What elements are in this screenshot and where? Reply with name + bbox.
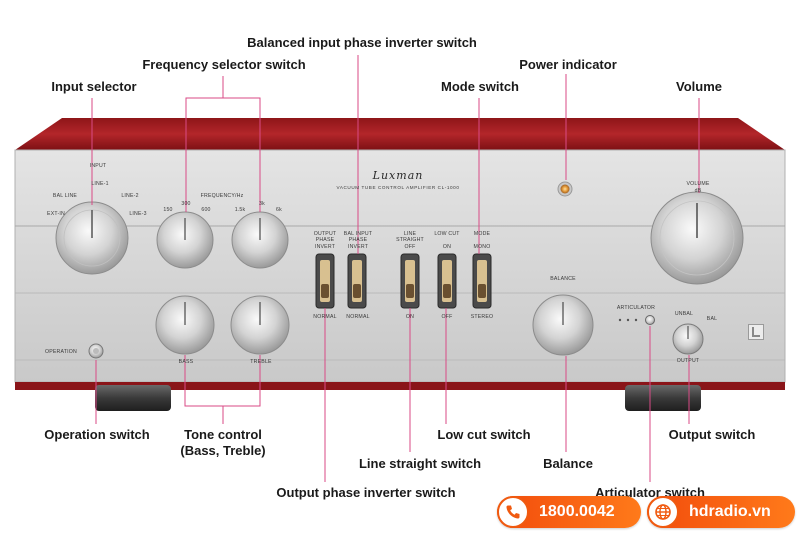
callout-operation-switch: Operation switch [44,427,150,442]
balance-knob[interactable] [532,294,594,356]
input-line2: LINE-2 [121,193,139,199]
callout-frequency-selector: Frequency selector switch [142,57,306,72]
operation-button[interactable] [88,343,104,359]
input-ext-in: EXT-IN [47,211,65,217]
callout-input-selector: Input selector [51,79,137,94]
callout-line-straight-switch: Line straight switch [358,456,482,471]
bass-knob[interactable] [155,295,215,355]
model-name: VACUUM TUBE CONTROL AMPLIFIER CL-1000 [336,185,460,190]
input-selector-knob[interactable] [55,201,129,275]
power-indicator-lamp [557,181,573,197]
volume-label: VOLUME [686,181,710,187]
freq-600: 600 [201,207,211,213]
line-straight-toggle[interactable] [400,253,420,309]
input-label: INPUT [89,163,107,169]
callout-low-cut-switch: Low cut switch [437,427,531,442]
callout-output-phase-inverter: Output phase inverter switch [276,485,456,500]
mode-stereo: STEREO [470,314,494,320]
articulator-label: ARTICULATOR [616,305,656,311]
output-phase-invert: INVERT [314,244,336,250]
callout-mode-switch: Mode switch [440,79,520,94]
left-foot [95,385,171,411]
line-straight-on: ON [405,314,415,320]
volume-unit: dB [694,188,702,194]
freq-1-5k: 1.5k [234,207,246,213]
treble-knob[interactable] [230,295,290,355]
frequency-low-knob[interactable] [156,211,214,269]
articulator-button[interactable] [645,315,655,325]
input-line3: LINE-3 [129,211,147,217]
line-straight-off: OFF [404,244,416,250]
low-cut-label: LOW CUT [434,231,460,237]
cabinet-top [15,118,785,150]
output-bal: BAL [706,316,718,322]
output-phase-toggle[interactable] [315,253,335,309]
freq-300: 300 [181,201,191,207]
input-line1: LINE-1 [91,181,109,187]
globe-icon [647,496,679,528]
balance-label: BALANCE [550,276,576,282]
freq-3k: 3k [259,201,265,207]
bal-input-phase-normal: NORMAL [346,314,370,320]
corner-logo-icon [748,324,764,340]
callout-power-indicator: Power indicator [519,57,617,72]
low-cut-on: ON [442,244,452,250]
mode-mono: MONO [473,244,491,250]
operation-label: OPERATION [45,349,77,355]
bal-input-phase-label: BAL INPUT PHASE [343,231,373,243]
brand-logo: Luxman [372,169,424,182]
bal-input-phase-toggle[interactable] [347,253,367,309]
freq-6k: 6k [276,207,282,213]
output-selector-knob[interactable] [672,323,704,355]
phone-icon [497,496,529,528]
freq-150: 150 [163,207,173,213]
mode-toggle[interactable] [472,253,492,309]
articulator-leds [618,318,638,322]
input-bal-line: BAL LINE [52,193,78,199]
mode-label: MODE [473,231,491,237]
phone-badge[interactable]: 1800.0042 [497,496,641,528]
output-label: OUTPUT [676,358,700,364]
right-foot [625,385,701,411]
callout-volume: Volume [676,79,722,94]
website-url: hdradio.vn [689,503,771,520]
frequency-label: FREQUENCY/Hz [200,193,244,199]
callout-balance: Balance [543,456,593,471]
bal-input-phase-invert: INVERT [347,244,369,250]
low-cut-off: OFF [441,314,453,320]
phone-number: 1800.0042 [539,503,615,520]
callout-output-switch: Output switch [668,427,756,442]
low-cut-toggle[interactable] [437,253,457,309]
faceplate [14,149,786,383]
volume-knob[interactable] [650,191,744,285]
leader-lines [91,55,700,482]
frequency-high-knob[interactable] [231,211,289,269]
callout-tone-control: Tone control (Bass, Treble) [180,427,266,458]
callout-balanced-input-phase: Balanced input phase inverter switch [247,35,477,50]
line-straight-label: LINE STRAIGHT [396,231,424,243]
treble-label: TREBLE [250,359,272,365]
bass-label: BASS [178,359,194,365]
output-unbal: UNBAL [674,311,694,317]
output-phase-label: OUTPUT PHASE [313,231,337,243]
website-badge[interactable]: hdradio.vn [647,496,795,528]
output-phase-normal: NORMAL [313,314,337,320]
